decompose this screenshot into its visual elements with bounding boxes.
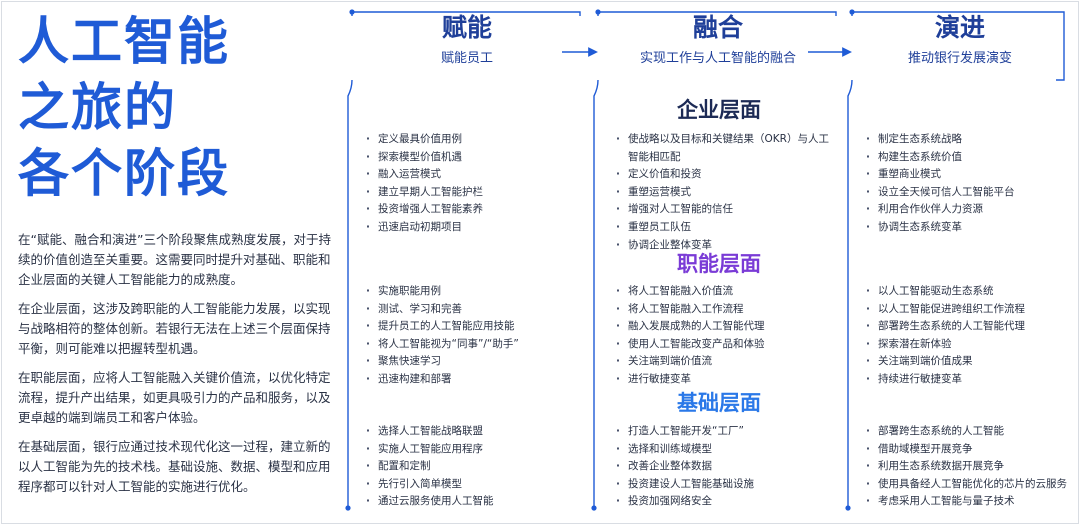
list-item: 借助域模型开展竞争 — [864, 441, 1078, 459]
list-item: 持续进行敏捷变革 — [864, 371, 1074, 389]
stage-title: 融合 — [692, 13, 743, 42]
list-item: 探索模型价值机遇 — [364, 149, 578, 167]
list-item: 选择和训练域模型 — [614, 441, 836, 459]
list-item: 将人工智能视为“同事”/“助手” — [364, 336, 524, 354]
list-item: 提升员工的人工智能应用技能 — [364, 318, 524, 336]
list-item: 融入发展成熟的人工智能代理 — [614, 318, 836, 336]
stage-subtitle: 实现工作与人工智能的融合 — [639, 51, 796, 66]
list-item: 关注端到端价值成果 — [864, 353, 1074, 371]
intro-paragraph: 在企业层面，这涉及跨职能的人工智能能力发展，以实现与战略相符的整体创新。若银行无… — [18, 301, 331, 356]
stage-subtitle: 赋能员工 — [440, 51, 493, 66]
list-item: 设立全天候可信人工智能平台 — [864, 184, 1074, 202]
list-item: 使战略以及目标和关键结果（OKR）与人工智能相匹配 — [614, 131, 836, 166]
stage-1-side — [347, 79, 353, 508]
stage-2-side — [593, 79, 599, 508]
stage-header-empower: 赋能 赋能员工 — [352, 8, 582, 80]
stage-3-dot — [849, 9, 855, 15]
list-item: 先行引入简单模型 — [364, 476, 578, 494]
list-item: 增强对人工智能的信任 — [614, 201, 836, 219]
stage-header-integrate: 融合 实现工作与人工智能的融合 — [598, 8, 838, 80]
list-item: 部署跨生态系统的人工智能 — [864, 423, 1078, 441]
list-item: 考虑采用人工智能与量子技术 — [864, 493, 1078, 511]
intro-paragraph: 在“赋能、融合和演进”三个阶段聚焦成熟度发展，对于持续的价值创造至关重要。这需要… — [18, 232, 331, 287]
list-item: 聚焦快速学习 — [364, 353, 524, 371]
intro-paragraph: 在职能层面，应将人工智能融入关键价值流，以优化特定流程，提升产出结果，如更具吸引… — [18, 370, 331, 425]
list-item: 以人工智能驱动生态系统 — [864, 283, 1074, 301]
list-foundation-integrate: 打造人工智能开发“工厂”选择和训练域模型改善企业整体数据投资建设人工智能基础设施… — [614, 423, 836, 511]
list-functional-empower: 实施职能用例测试、学习和完善提升员工的人工智能应用技能将人工智能视为“同事”/“… — [364, 283, 524, 389]
list-foundation-empower: 选择人工智能战略联盟实施人工智能应用程序配置和定制先行引入简单模型通过云服务使用… — [364, 423, 578, 511]
list-item: 通过云服务使用人工智能 — [364, 493, 578, 511]
list-functional-integrate: 将人工智能融入价值流将人工智能融入工作流程融入发展成熟的人工智能代理使用人工智能… — [614, 283, 836, 389]
list-item: 重塑商业模式 — [864, 166, 1074, 184]
list-item: 选择人工智能战略联盟 — [364, 423, 578, 441]
title-line-3: 各个阶段 — [18, 145, 231, 204]
stage-3-end-dot — [845, 505, 851, 511]
list-foundation-evolve: 部署跨生态系统的人工智能借助域模型开展竞争利用生态系统数据开展竞争使用具备经人工… — [864, 423, 1078, 511]
intro-text: 在“赋能、融合和演进”三个阶段聚焦成熟度发展，对于持续的价值创造至关重要。这需要… — [18, 230, 334, 506]
list-item: 投资加强网络安全 — [614, 493, 836, 511]
list-item: 使用具备经人工智能优化的芯片的云服务 — [864, 476, 1078, 494]
list-enterprise-integrate: 使战略以及目标和关键结果（OKR）与人工智能相匹配定义价值和投资重塑运营模式增强… — [614, 131, 836, 254]
layer-heading-foundation: 基础层面 — [677, 391, 761, 415]
stage-subtitle: 推动银行发展演变 — [907, 51, 1012, 66]
intro-paragraph: 在基础层面，银行应通过技术现代化这一过程，建立新的以人工智能为先的技术栈。基础设… — [18, 439, 331, 494]
list-item: 使用人工智能改变产品和体验 — [614, 336, 836, 354]
list-item: 进行敏捷变革 — [614, 371, 836, 389]
stage-header-evolve: 演进 推动银行发展演变 — [854, 8, 1066, 80]
stage-1-dot — [349, 9, 355, 15]
stage-3-side — [847, 79, 853, 508]
stage-2-end-dot — [591, 505, 597, 511]
list-item: 投资建设人工智能基础设施 — [614, 476, 836, 494]
list-item: 制定生态系统战略 — [864, 131, 1074, 149]
stage-title: 演进 — [934, 13, 985, 42]
list-item: 打造人工智能开发“工厂” — [614, 423, 836, 441]
title-line-1: 人工智能 — [18, 13, 231, 72]
list-item: 探索潜在新体验 — [864, 336, 1074, 354]
list-item: 利用生态系统数据开展竞争 — [864, 458, 1078, 476]
list-item: 迅速启动初期项目 — [364, 219, 578, 237]
list-item: 建立早期人工智能护栏 — [364, 184, 578, 202]
list-item: 定义最具价值用例 — [364, 131, 578, 149]
list-item: 改善企业整体数据 — [614, 458, 836, 476]
list-item: 协调企业整体变革 — [614, 237, 836, 255]
list-item: 配置和定制 — [364, 458, 578, 476]
list-item: 重塑员工队伍 — [614, 219, 836, 237]
list-item: 定义价值和投资 — [614, 166, 836, 184]
list-item: 迅速构建和部署 — [364, 371, 524, 389]
list-item: 实施职能用例 — [364, 283, 524, 301]
layer-heading-enterprise: 企业层面 — [677, 98, 761, 122]
list-functional-evolve: 以人工智能驱动生态系统以人工智能促进跨组织工作流程部署跨生态系统的人工智能代理探… — [864, 283, 1074, 389]
list-item: 将人工智能融入工作流程 — [614, 301, 836, 319]
stage-2-dot — [595, 9, 601, 15]
list-enterprise-evolve: 制定生态系统战略构建生态系统价值重塑商业模式设立全天候可信人工智能平台利用合作伙… — [864, 131, 1074, 237]
list-item: 部署跨生态系统的人工智能代理 — [864, 318, 1074, 336]
list-item: 协调生态系统变革 — [864, 219, 1074, 237]
title-line-2: 之旅的 — [18, 79, 178, 138]
layer-heading-functional: 职能层面 — [677, 252, 761, 276]
list-item: 以人工智能促进跨组织工作流程 — [864, 301, 1074, 319]
list-item: 将人工智能融入价值流 — [614, 283, 836, 301]
list-item: 关注端到端价值流 — [614, 353, 836, 371]
list-item: 测试、学习和完善 — [364, 301, 524, 319]
list-item: 利用合作伙伴人力资源 — [864, 201, 1074, 219]
list-item: 投资增强人工智能素养 — [364, 201, 578, 219]
list-item: 实施人工智能应用程序 — [364, 441, 578, 459]
list-item: 重塑运营模式 — [614, 184, 836, 202]
list-enterprise-empower: 定义最具价值用例探索模型价值机遇融入运营模式建立早期人工智能护栏投资增强人工智能… — [364, 131, 578, 237]
stage-1-end-dot — [345, 505, 351, 511]
list-item: 构建生态系统价值 — [864, 149, 1074, 167]
list-item: 融入运营模式 — [364, 166, 578, 184]
stage-title: 赋能 — [441, 13, 492, 42]
main-title: 人工智能 之旅的 各个阶段 — [18, 10, 318, 208]
